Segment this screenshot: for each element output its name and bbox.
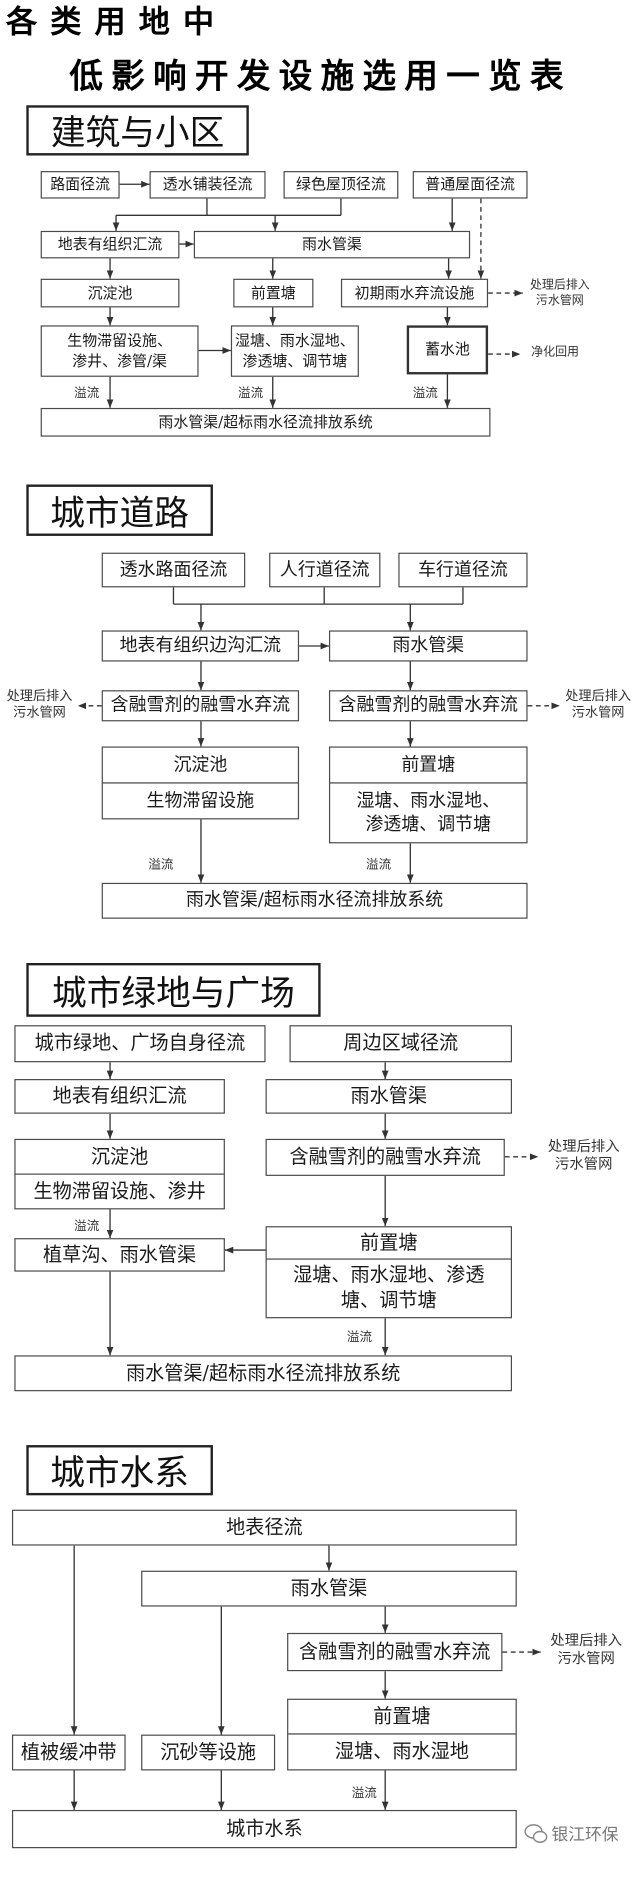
grass-swale-box: 植草沟、雨水管渠 <box>14 1238 225 1272</box>
grit-facility-box: 沉砂等设施 <box>141 1734 276 1771</box>
discharge-system-box: 雨水管渠/超标雨水径流排放系统 <box>40 407 491 437</box>
wetland-pond-box: 湿塘、雨水湿地 <box>287 1733 517 1771</box>
page-title-line2: 低影响开发设施选用一览表 <box>69 56 572 96</box>
surface-runoff-box: 地表径流 <box>11 1509 517 1546</box>
page-title-line1: 各类用地中 <box>5 4 228 41</box>
surface-gutter-collection-box: 地表有组织边沟汇流 <box>101 630 300 662</box>
to-sewer-note: 处理后排入 污水管网 <box>547 1137 620 1173</box>
receiving-water-box: 城市水系 <box>11 1809 517 1849</box>
overflow-label: 溢流 <box>351 1786 377 1801</box>
bioretention-box: 生物滞留设施、 渗井、渗管/渠 <box>40 325 199 377</box>
reuse-note: 净化回用 <box>531 345 579 359</box>
to-sewer-note: 处理后排入 污水管网 <box>550 1631 623 1667</box>
watermark-text: 银江环保 <box>551 1825 619 1845</box>
permeable-paving-runoff-box: 透水铺装径流 <box>149 171 266 199</box>
snowmelt-diversion-box: 含融雪剂的融雪水弃流 <box>287 1632 503 1672</box>
overflow-label: 溢流 <box>74 386 100 401</box>
forebay-box: 前置塘 <box>328 746 528 784</box>
surface-collection-box: 地表有组织汇流 <box>40 230 180 259</box>
snowmelt-diversion-box-right: 含融雪剂的融雪水弃流 <box>328 690 528 722</box>
to-sewer-note-right: 处理后排入 污水管网 <box>565 687 632 720</box>
overflow-label: 溢流 <box>366 857 392 873</box>
discharge-system-box: 雨水管渠/超标雨水径流排放系统 <box>101 882 528 919</box>
roadway-runoff-box: 车行道径流 <box>398 552 528 588</box>
overflow-label: 溢流 <box>238 386 264 401</box>
storm-pipe-box: 雨水管渠 <box>141 1570 517 1607</box>
wetland-pond-box: 湿塘、雨水湿地、 渗透塘、调节塘 <box>230 325 359 377</box>
ordinary-roof-runoff-box: 普通屋面径流 <box>412 171 528 199</box>
section-heading-buildings: 建筑与小区 <box>26 105 249 156</box>
to-sewer-note: 处理后排入 污水管网 <box>529 278 590 307</box>
first-flush-diversion-box: 初期雨水弃流设施 <box>340 278 489 308</box>
overflow-label: 溢流 <box>148 857 174 873</box>
sedimentation-tank-box: 沉淀池 <box>14 1138 225 1175</box>
forebay-box: 前置塘 <box>233 278 314 308</box>
sedimentation-tank-box: 沉淀池 <box>101 746 300 784</box>
wechat-icon-bubble-small <box>532 1830 548 1843</box>
green-roof-runoff-box: 绿色屋顶径流 <box>283 171 399 199</box>
road-runoff-box: 路面径流 <box>40 171 120 199</box>
bioretention-box: 生物滞留设施、渗井 <box>14 1173 225 1210</box>
overflow-label: 溢流 <box>346 1330 373 1345</box>
permeable-pavement-runoff-box: 透水路面径流 <box>101 552 246 588</box>
vegetated-buffer-box: 植被缓冲带 <box>11 1734 126 1771</box>
storm-pipe-box: 雨水管渠 <box>328 630 528 662</box>
surface-collection-box: 地表有组织汇流 <box>14 1079 225 1114</box>
to-sewer-note-left: 处理后排入 污水管网 <box>6 687 73 720</box>
overflow-label: 溢流 <box>74 1218 100 1234</box>
snowmelt-diversion-box-left: 含融雪剂的融雪水弃流 <box>101 690 300 722</box>
own-runoff-box: 城市绿地、广场自身径流 <box>14 1025 266 1063</box>
wechat-icon <box>524 1824 548 1843</box>
section-heading-roads: 城市道路 <box>26 484 213 536</box>
sidewalk-runoff-box: 人行道径流 <box>269 552 381 588</box>
forebay-box: 前置塘 <box>287 1698 517 1735</box>
wetland-pond-box: 湿塘、雨水湿地、渗透 塘、调节塘 <box>265 1258 512 1319</box>
discharge-system-box: 雨水管渠/超标雨水径流排放系统 <box>14 1355 512 1392</box>
storm-pipe-box: 雨水管渠 <box>193 230 471 259</box>
sedimentation-tank-box: 沉淀池 <box>40 278 180 308</box>
surrounding-runoff-box: 周边区域径流 <box>289 1025 512 1063</box>
wetland-pond-box: 湿塘、雨水湿地、 渗透塘、调节塘 <box>328 782 528 844</box>
storm-pipe-box: 雨水管渠 <box>265 1079 512 1114</box>
section-heading-water-system: 城市水系 <box>26 1445 213 1496</box>
cistern-box: 蓄水池 <box>406 325 489 375</box>
section-heading-green-space: 城市绿地与广场 <box>26 962 321 1017</box>
snowmelt-diversion-box: 含融雪剂的融雪水弃流 <box>265 1138 505 1176</box>
forebay-box: 前置塘 <box>265 1226 512 1260</box>
overflow-label: 溢流 <box>412 386 438 401</box>
bioretention-box: 生物滞留设施 <box>101 782 300 820</box>
